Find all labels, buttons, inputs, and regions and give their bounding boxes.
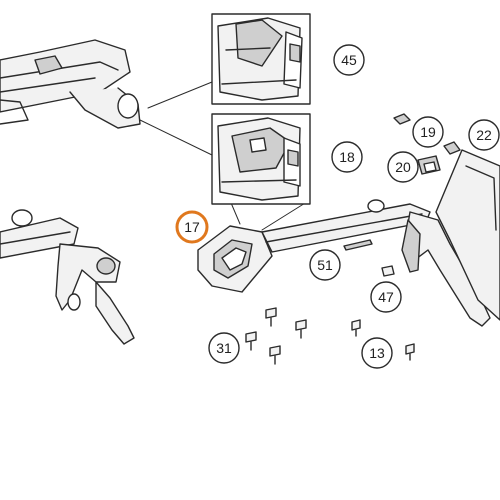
upper-frame-assembly [0,39,141,129]
callout-circle [412,116,444,148]
callout-label: 18 [339,149,355,165]
callout-51[interactable]: 51 [309,249,341,281]
callout-circle [361,337,393,369]
small-hardware [343,113,461,277]
callout-label: 19 [420,124,436,140]
callout-circle [309,249,341,281]
callout-label: 22 [476,127,492,143]
callout-circle [468,119,500,151]
callout-22[interactable]: 22 [468,119,500,151]
callout-31[interactable]: 31 [208,332,240,364]
callout-circle [370,281,402,313]
callout-45[interactable]: 45 [333,44,365,76]
inset-detail-18 [211,113,311,205]
side-plate [435,149,500,321]
callout-label: 31 [216,340,232,356]
bolts [245,307,415,365]
carrier-frame [197,199,491,327]
callout-circle [175,210,209,244]
callout-label: 45 [341,52,357,68]
callout-circle [387,151,419,183]
inset-detail-45 [211,13,311,105]
callout-label: 47 [378,289,394,305]
callout-47[interactable]: 47 [370,281,402,313]
callout-label: 13 [369,345,385,361]
callout-13[interactable]: 13 [361,337,393,369]
callout-20[interactable]: 20 [387,151,419,183]
callout-17[interactable]: 17 [175,210,209,244]
callout-18[interactable]: 18 [331,141,363,173]
callout-19[interactable]: 19 [412,116,444,148]
callout-label: 51 [317,257,333,273]
callout-label: 17 [184,219,200,235]
callout-circle [333,44,365,76]
callout-circle [208,332,240,364]
left-bracket-assembly [0,209,135,345]
callout-circle [331,141,363,173]
part-callouts: 45 18 17 19 20 22 51 47 31 13 [175,44,500,369]
callout-label: 20 [395,159,411,175]
